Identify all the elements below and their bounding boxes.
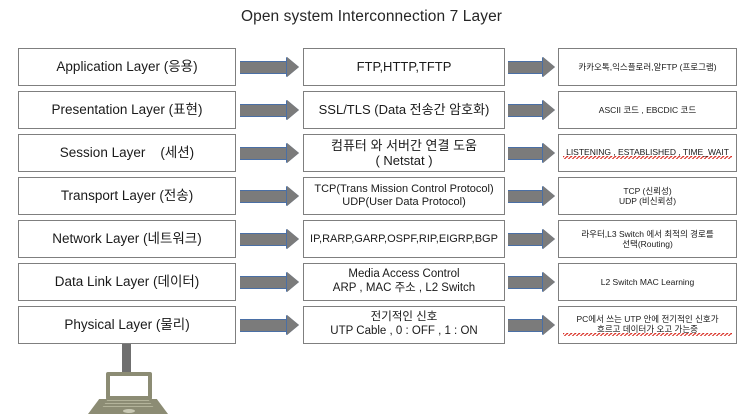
- protocol-box-application: FTP,HTTP,TFTP: [303, 48, 505, 86]
- example-line: ASCII 코드 , EBCDIC 코드: [598, 104, 697, 115]
- protocol-line: UDP(User Data Protocol): [342, 196, 466, 208]
- arrow-right-icon: [508, 48, 556, 86]
- arrow-right-icon: [240, 48, 300, 86]
- layer-row-application: Application Layer (응용) FTP,HTTP,TFTP 카카오…: [0, 48, 743, 86]
- layer-name-label: Presentation Layer (표현): [51, 102, 203, 118]
- protocol-line: IP,RARP,GARP,OSPF,RIP,EIGRP,BGP: [310, 232, 498, 245]
- layer-name-label: Network Layer (네트워크): [52, 231, 202, 247]
- protocol-line: ARP , MAC 주소 , L2 Switch: [332, 282, 476, 294]
- example-line: 흐르고 데이터가 오고 가는중: [563, 324, 732, 337]
- example-line: LISTENING , ESTABLISHED , TIME_WAIT: [563, 146, 732, 159]
- protocol-box-transport: TCP(Trans Mission Control Protocol) UDP(…: [303, 177, 505, 215]
- example-line: TCP (신뢰성): [623, 185, 672, 196]
- arrow-right-icon: [240, 263, 300, 301]
- layer-row-transport: Transport Layer (전송) TCP(Trans Mission C…: [0, 177, 743, 215]
- example-line: 라우터,L3 Switch 에서 최적의 경로를: [581, 228, 714, 239]
- example-box-presentation: ASCII 코드 , EBCDIC 코드: [558, 91, 737, 129]
- layer-row-session: Session Layer (세션) 컴퓨터 와 서버간 연결 도움 ( Net…: [0, 134, 743, 172]
- layer-row-data-link: Data Link Layer (데이터) Media Access Contr…: [0, 263, 743, 301]
- arrow-right-icon: [508, 220, 556, 258]
- arrow-right-icon: [240, 177, 300, 215]
- layer-name-box-data-link: Data Link Layer (데이터): [18, 263, 236, 301]
- layer-name-label: Application Layer (응용): [56, 59, 198, 75]
- arrow-right-icon: [508, 306, 556, 344]
- layer-name-box-application: Application Layer (응용): [18, 48, 236, 86]
- example-box-transport: TCP (신뢰성) UDP (비신뢰성): [558, 177, 737, 215]
- protocol-box-session: 컴퓨터 와 서버간 연결 도움 ( Netstat ): [303, 134, 505, 172]
- example-line: 카카오톡,익스플로러,알FTP (프로그램): [578, 61, 717, 72]
- protocol-box-physical: 전기적인 신호 UTP Cable , 0 : OFF , 1 : ON: [303, 306, 505, 344]
- laptop-touchpad: [123, 409, 135, 413]
- cable-connector-line: [122, 344, 131, 378]
- protocol-box-network: IP,RARP,GARP,OSPF,RIP,EIGRP,BGP: [303, 220, 505, 258]
- protocol-line: Media Access Control: [348, 268, 460, 281]
- layer-name-box-physical: Physical Layer (물리): [18, 306, 236, 344]
- example-box-network: 라우터,L3 Switch 에서 최적의 경로를 선택(Routing): [558, 220, 737, 258]
- protocol-line: UTP Cable , 0 : OFF , 1 : ON: [330, 325, 478, 337]
- layer-name-label: Session Layer (세션): [59, 145, 195, 161]
- layer-name-box-presentation: Presentation Layer (표현): [18, 91, 236, 129]
- example-line: UDP (비신뢰성): [618, 196, 677, 206]
- layer-name-label: Data Link Layer (데이터): [54, 274, 200, 290]
- layer-name-box-session: Session Layer (세션): [18, 134, 236, 172]
- example-line: L2 Switch MAC Learning: [600, 276, 695, 287]
- protocol-line: ( Netstat ): [375, 153, 433, 168]
- arrow-right-icon: [508, 91, 556, 129]
- arrow-right-icon: [240, 91, 300, 129]
- arrow-right-icon: [508, 177, 556, 215]
- layer-name-label: Transport Layer (전송): [60, 188, 194, 204]
- page-title: Open system Interconnection 7 Layer: [240, 8, 503, 25]
- arrow-right-icon: [240, 220, 300, 258]
- arrow-right-icon: [508, 263, 556, 301]
- protocol-line: 컴퓨터 와 서버간 연결 도움: [330, 137, 477, 153]
- protocol-line: FTP,HTTP,TFTP: [356, 59, 452, 75]
- example-box-session: LISTENING , ESTABLISHED , TIME_WAIT: [558, 134, 737, 172]
- example-box-application: 카카오톡,익스플로러,알FTP (프로그램): [558, 48, 737, 86]
- example-box-physical: PC에서 쓰는 UTP 안에 전기적인 신호가 흐르고 데이터가 오고 가는중: [558, 306, 737, 344]
- protocol-line: 전기적인 신호: [370, 311, 438, 324]
- layer-name-label: Physical Layer (물리): [64, 317, 190, 333]
- layer-row-presentation: Presentation Layer (표현) SSL/TLS (Data 전송…: [0, 91, 743, 129]
- layer-row-physical: Physical Layer (물리) 전기적인 신호 UTP Cable , …: [0, 306, 743, 344]
- example-line: 선택(Routing): [622, 239, 673, 249]
- protocol-line: SSL/TLS (Data 전송간 암호화): [318, 102, 490, 118]
- protocol-line: TCP(Trans Mission Control Protocol): [314, 183, 494, 196]
- arrow-right-icon: [240, 134, 300, 172]
- protocol-box-presentation: SSL/TLS (Data 전송간 암호화): [303, 91, 505, 129]
- laptop-icon: [88, 372, 168, 416]
- laptop-screen: [106, 372, 152, 400]
- protocol-box-data-link: Media Access Control ARP , MAC 주소 , L2 S…: [303, 263, 505, 301]
- layer-name-box-network: Network Layer (네트워크): [18, 220, 236, 258]
- arrow-right-icon: [508, 134, 556, 172]
- laptop-keyboard: [102, 400, 154, 408]
- example-box-data-link: L2 Switch MAC Learning: [558, 263, 737, 301]
- layer-row-network: Network Layer (네트워크) IP,RARP,GARP,OSPF,R…: [0, 220, 743, 258]
- arrow-right-icon: [240, 306, 300, 344]
- layer-name-box-transport: Transport Layer (전송): [18, 177, 236, 215]
- example-line: PC에서 쓰는 UTP 안에 전기적인 신호가: [576, 313, 719, 324]
